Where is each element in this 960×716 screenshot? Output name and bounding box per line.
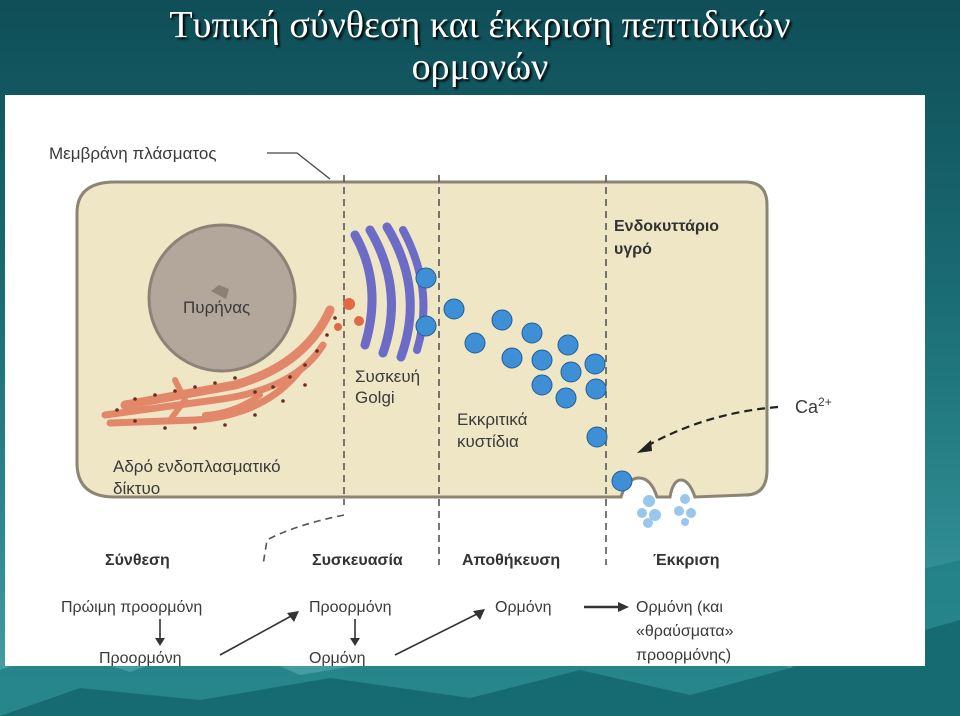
exocytosis-release	[637, 494, 696, 528]
flow-final-line-3: προορμόνης)	[636, 647, 731, 664]
flow-arrowhead-icon	[287, 611, 299, 622]
ribosomes	[115, 316, 337, 430]
extracellular-label-line-1: Ενδοκυττάριο	[614, 218, 719, 235]
extracellular-label-line-2: υγρό	[614, 241, 652, 258]
calcium-arrow	[644, 405, 779, 448]
diagram-panel: Μεμβράνη πλάσματος Πυρήνας	[5, 95, 925, 667]
stage-storage: Αποθήκευση	[462, 552, 560, 569]
membrane-leader-line	[267, 152, 331, 180]
flow-arrowhead-icon	[473, 609, 485, 620]
divider-curve-left	[262, 514, 345, 566]
calcium-symbol: Ca	[795, 397, 819, 417]
er-label-line-1: Αδρό ενδοπλασματικό	[113, 457, 281, 476]
nucleolus	[211, 285, 229, 299]
golgi-apparatus	[350, 222, 428, 362]
flow-arrowhead-icon	[350, 638, 360, 646]
stage-secretion: Έκκριση	[653, 552, 720, 569]
golgi-label-line-2: Golgi	[355, 388, 395, 407]
er-vesicle	[343, 298, 355, 310]
membrane-label: Μεμβράνη πλάσματος	[49, 144, 217, 163]
cell-diagram: Μεμβράνη πλάσματος Πυρήνας	[49, 144, 832, 667]
flow-arrow-diag-1	[219, 614, 294, 656]
er-vesicle	[334, 323, 342, 331]
flow-prohormone-1: Προορμόνη	[99, 650, 182, 666]
flow-hormone-1: Ορμόνη	[309, 650, 366, 666]
calcium-label: Ca2+	[795, 395, 832, 417]
vesicles-label-line-1: Εκκριτικά	[457, 410, 528, 429]
flow-arrowhead-icon	[155, 638, 165, 646]
er-vesicle	[354, 316, 364, 326]
flow-final-line-1: Ορμόνη (και	[636, 599, 723, 616]
slide-title: Τυπική σύνθεση και έκκριση πεπτιδικών ορ…	[0, 4, 960, 88]
stage-packaging: Συσκευασία	[312, 552, 403, 569]
slide-title-line-1: Τυπική σύνθεση και έκκριση πεπτιδικών	[169, 4, 791, 46]
flow-preprohormone: Πρώιμη προορμόνη	[61, 599, 202, 616]
nucleus	[147, 223, 297, 373]
flow-arrow-diag-2	[394, 612, 480, 656]
flow-arrowhead-icon	[618, 602, 629, 612]
golgi-label-line-1: Συσκευή	[355, 367, 420, 386]
stage-synthesis: Σύνθεση	[105, 552, 170, 569]
nucleus-label: Πυρήνας	[183, 298, 250, 317]
flow-prohormone-2: Προορμόνη	[309, 599, 392, 616]
calcium-arrowhead-icon	[637, 440, 652, 453]
slide-title-line-2: ορμονών	[411, 46, 549, 88]
vesicles-label-line-2: κυστίδια	[457, 432, 519, 451]
secretory-vesicles	[415, 267, 633, 492]
er-label-line-2: δίκτυο	[113, 479, 160, 498]
flow-hormone-2: Ορμόνη	[495, 599, 552, 616]
rough-er	[101, 305, 335, 427]
calcium-charge: 2+	[818, 395, 832, 409]
flow-final-line-2: «θραύσματα»	[636, 623, 734, 640]
